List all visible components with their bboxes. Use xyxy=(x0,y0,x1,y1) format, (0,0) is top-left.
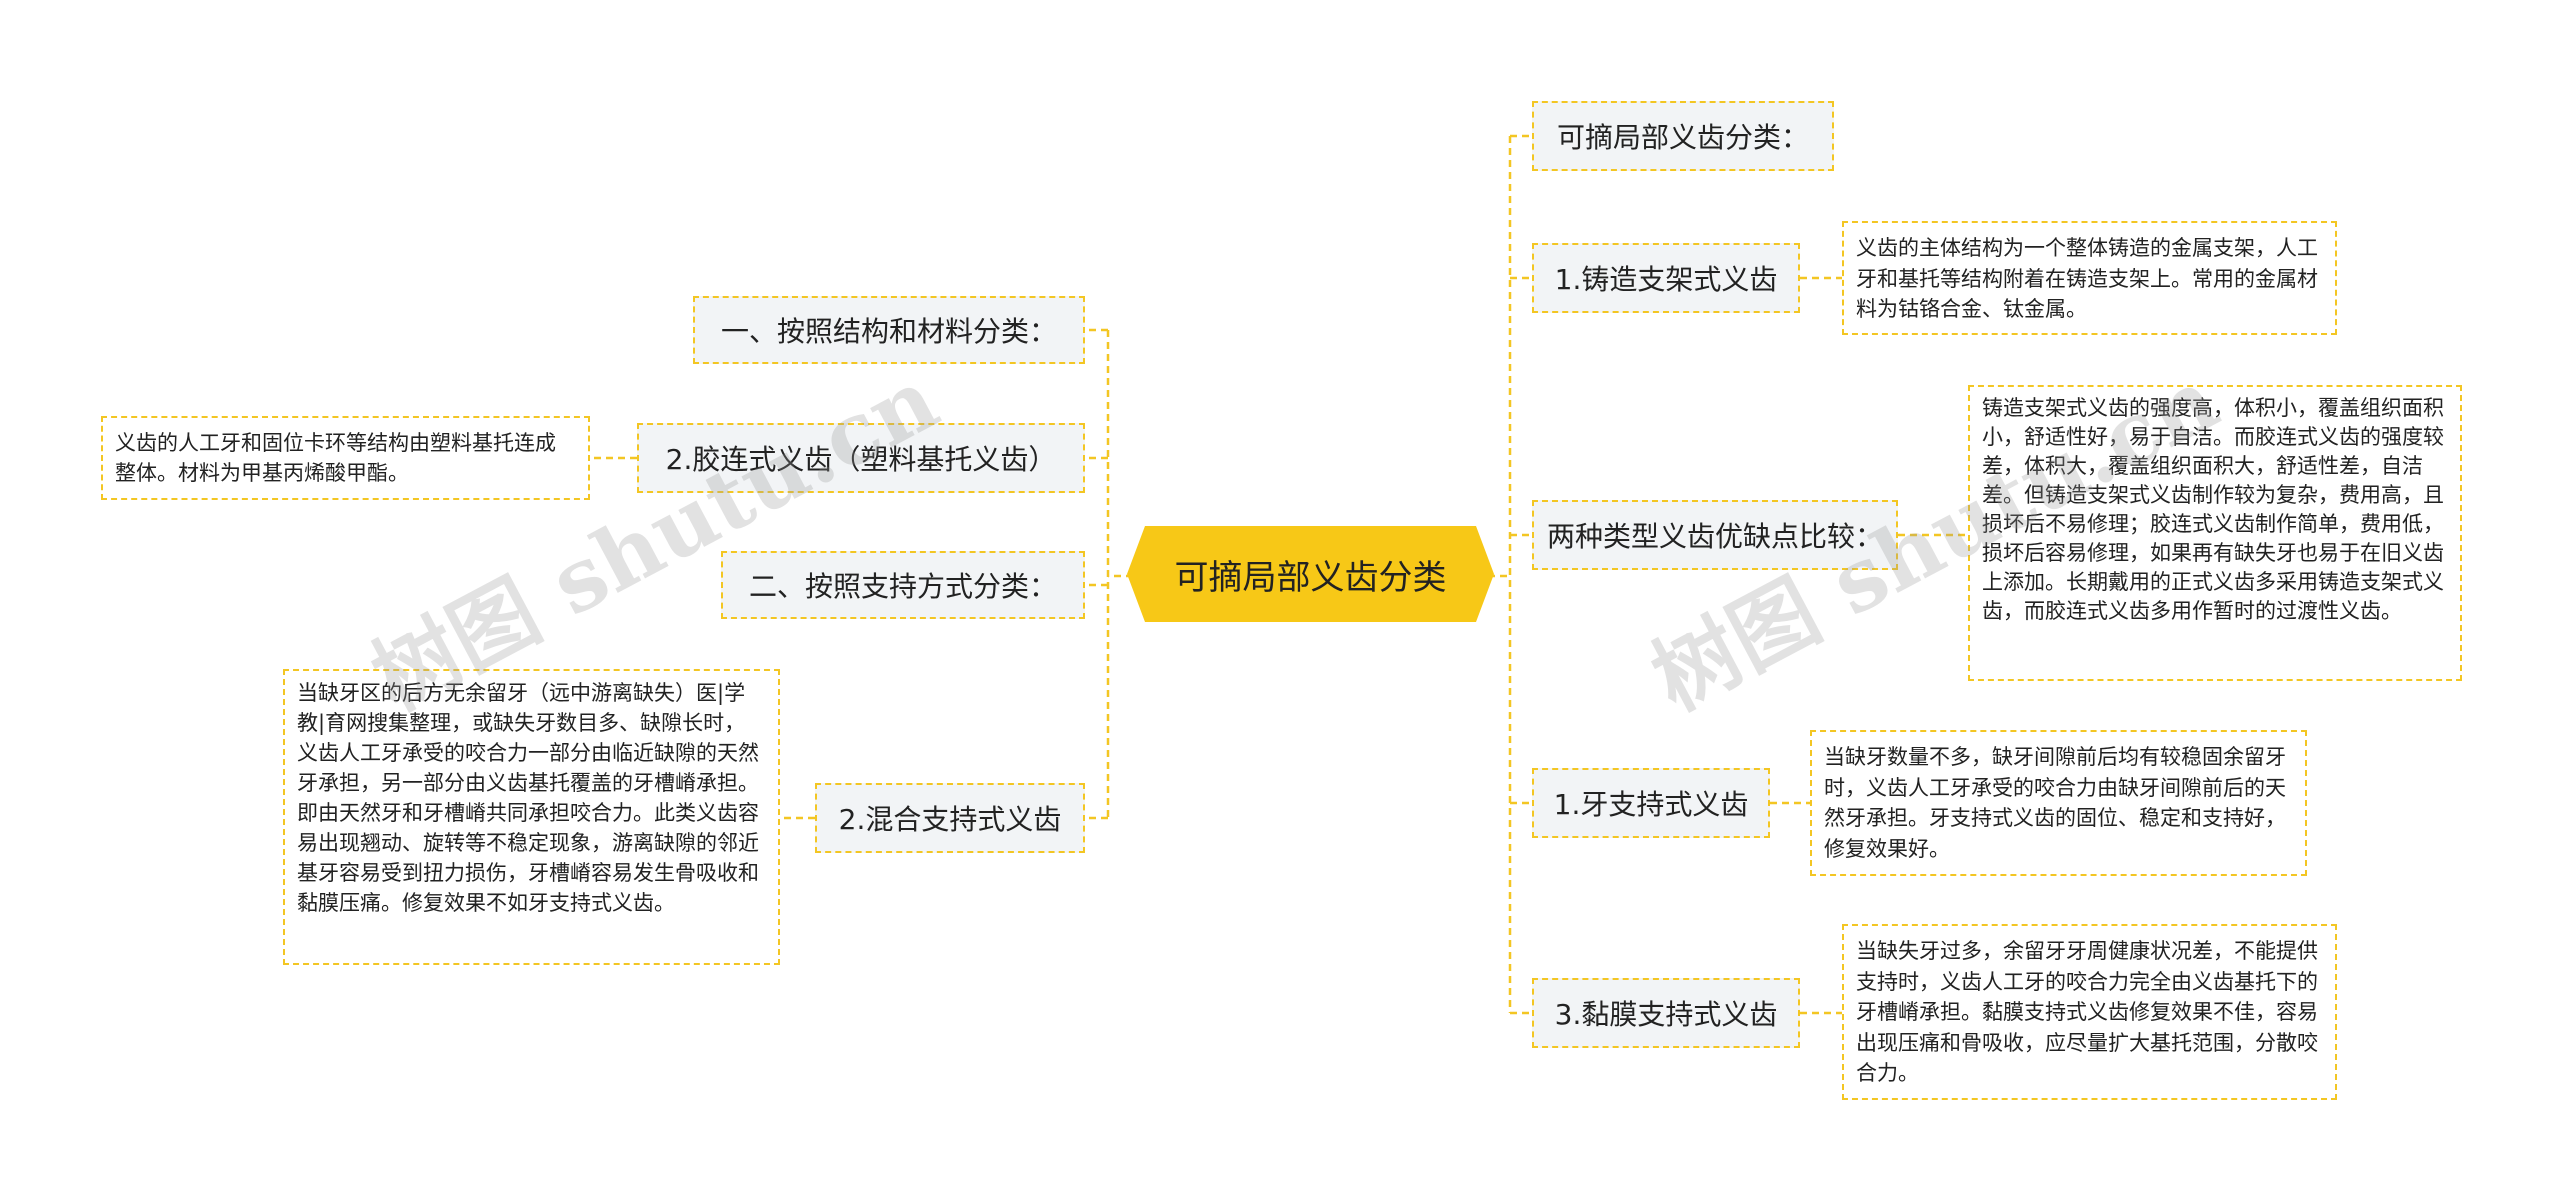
branch-mucosa-support[interactable]: 3.黏膜支持式义齿 xyxy=(1532,978,1800,1048)
branch-by-support[interactable]: 二、按照支持方式分类： xyxy=(721,551,1085,619)
branch-compare[interactable]: 两种类型义齿优缺点比较： xyxy=(1532,500,1898,570)
detail-mucosa-support: 当缺失牙过多，余留牙牙周健康状况差，不能提供支持时，义齿人工牙的咬合力完全由义齿… xyxy=(1842,924,2337,1100)
root-label: 可摘局部义齿分类 xyxy=(1174,557,1447,598)
detail-tooth-support: 当缺牙数量不多，缺牙间隙前后均有较稳固余留牙时，义齿人工牙承受的咬合力由缺牙间隙… xyxy=(1810,730,2307,876)
detail-cast-frame: 义齿的主体结构为一个整体铸造的金属支架，人工牙和基托等结构附着在铸造支架上。常用… xyxy=(1842,221,2337,335)
detail-compare: 铸造支架式义齿的强度高，体积小，覆盖组织面积小，舒适性好，易于自洁。而胶连式义齿… xyxy=(1968,385,2462,681)
branch-classification[interactable]: 可摘局部义齿分类： xyxy=(1532,101,1834,171)
branch-mixed-support[interactable]: 2.混合支持式义齿 xyxy=(815,783,1085,853)
root-hexagon xyxy=(1127,526,1494,622)
branch-by-structure[interactable]: 一、按照结构和材料分类： xyxy=(693,296,1085,364)
branch-cast-frame[interactable]: 1.铸造支架式义齿 xyxy=(1532,243,1800,313)
root-node[interactable]: 可摘局部义齿分类 xyxy=(1127,526,1494,622)
branch-tooth-support[interactable]: 1.牙支持式义齿 xyxy=(1532,768,1770,838)
detail-mixed-support: 当缺牙区的后方无余留牙（远中游离缺失）医|学教|育网搜集整理，或缺失牙数目多、缺… xyxy=(283,669,780,965)
branch-glued-denture[interactable]: 2.胶连式义齿（塑料基托义齿） xyxy=(637,423,1085,493)
detail-glued-denture: 义齿的人工牙和固位卡环等结构由塑料基托连成整体。材料为甲基丙烯酸甲酯。 xyxy=(101,416,590,500)
